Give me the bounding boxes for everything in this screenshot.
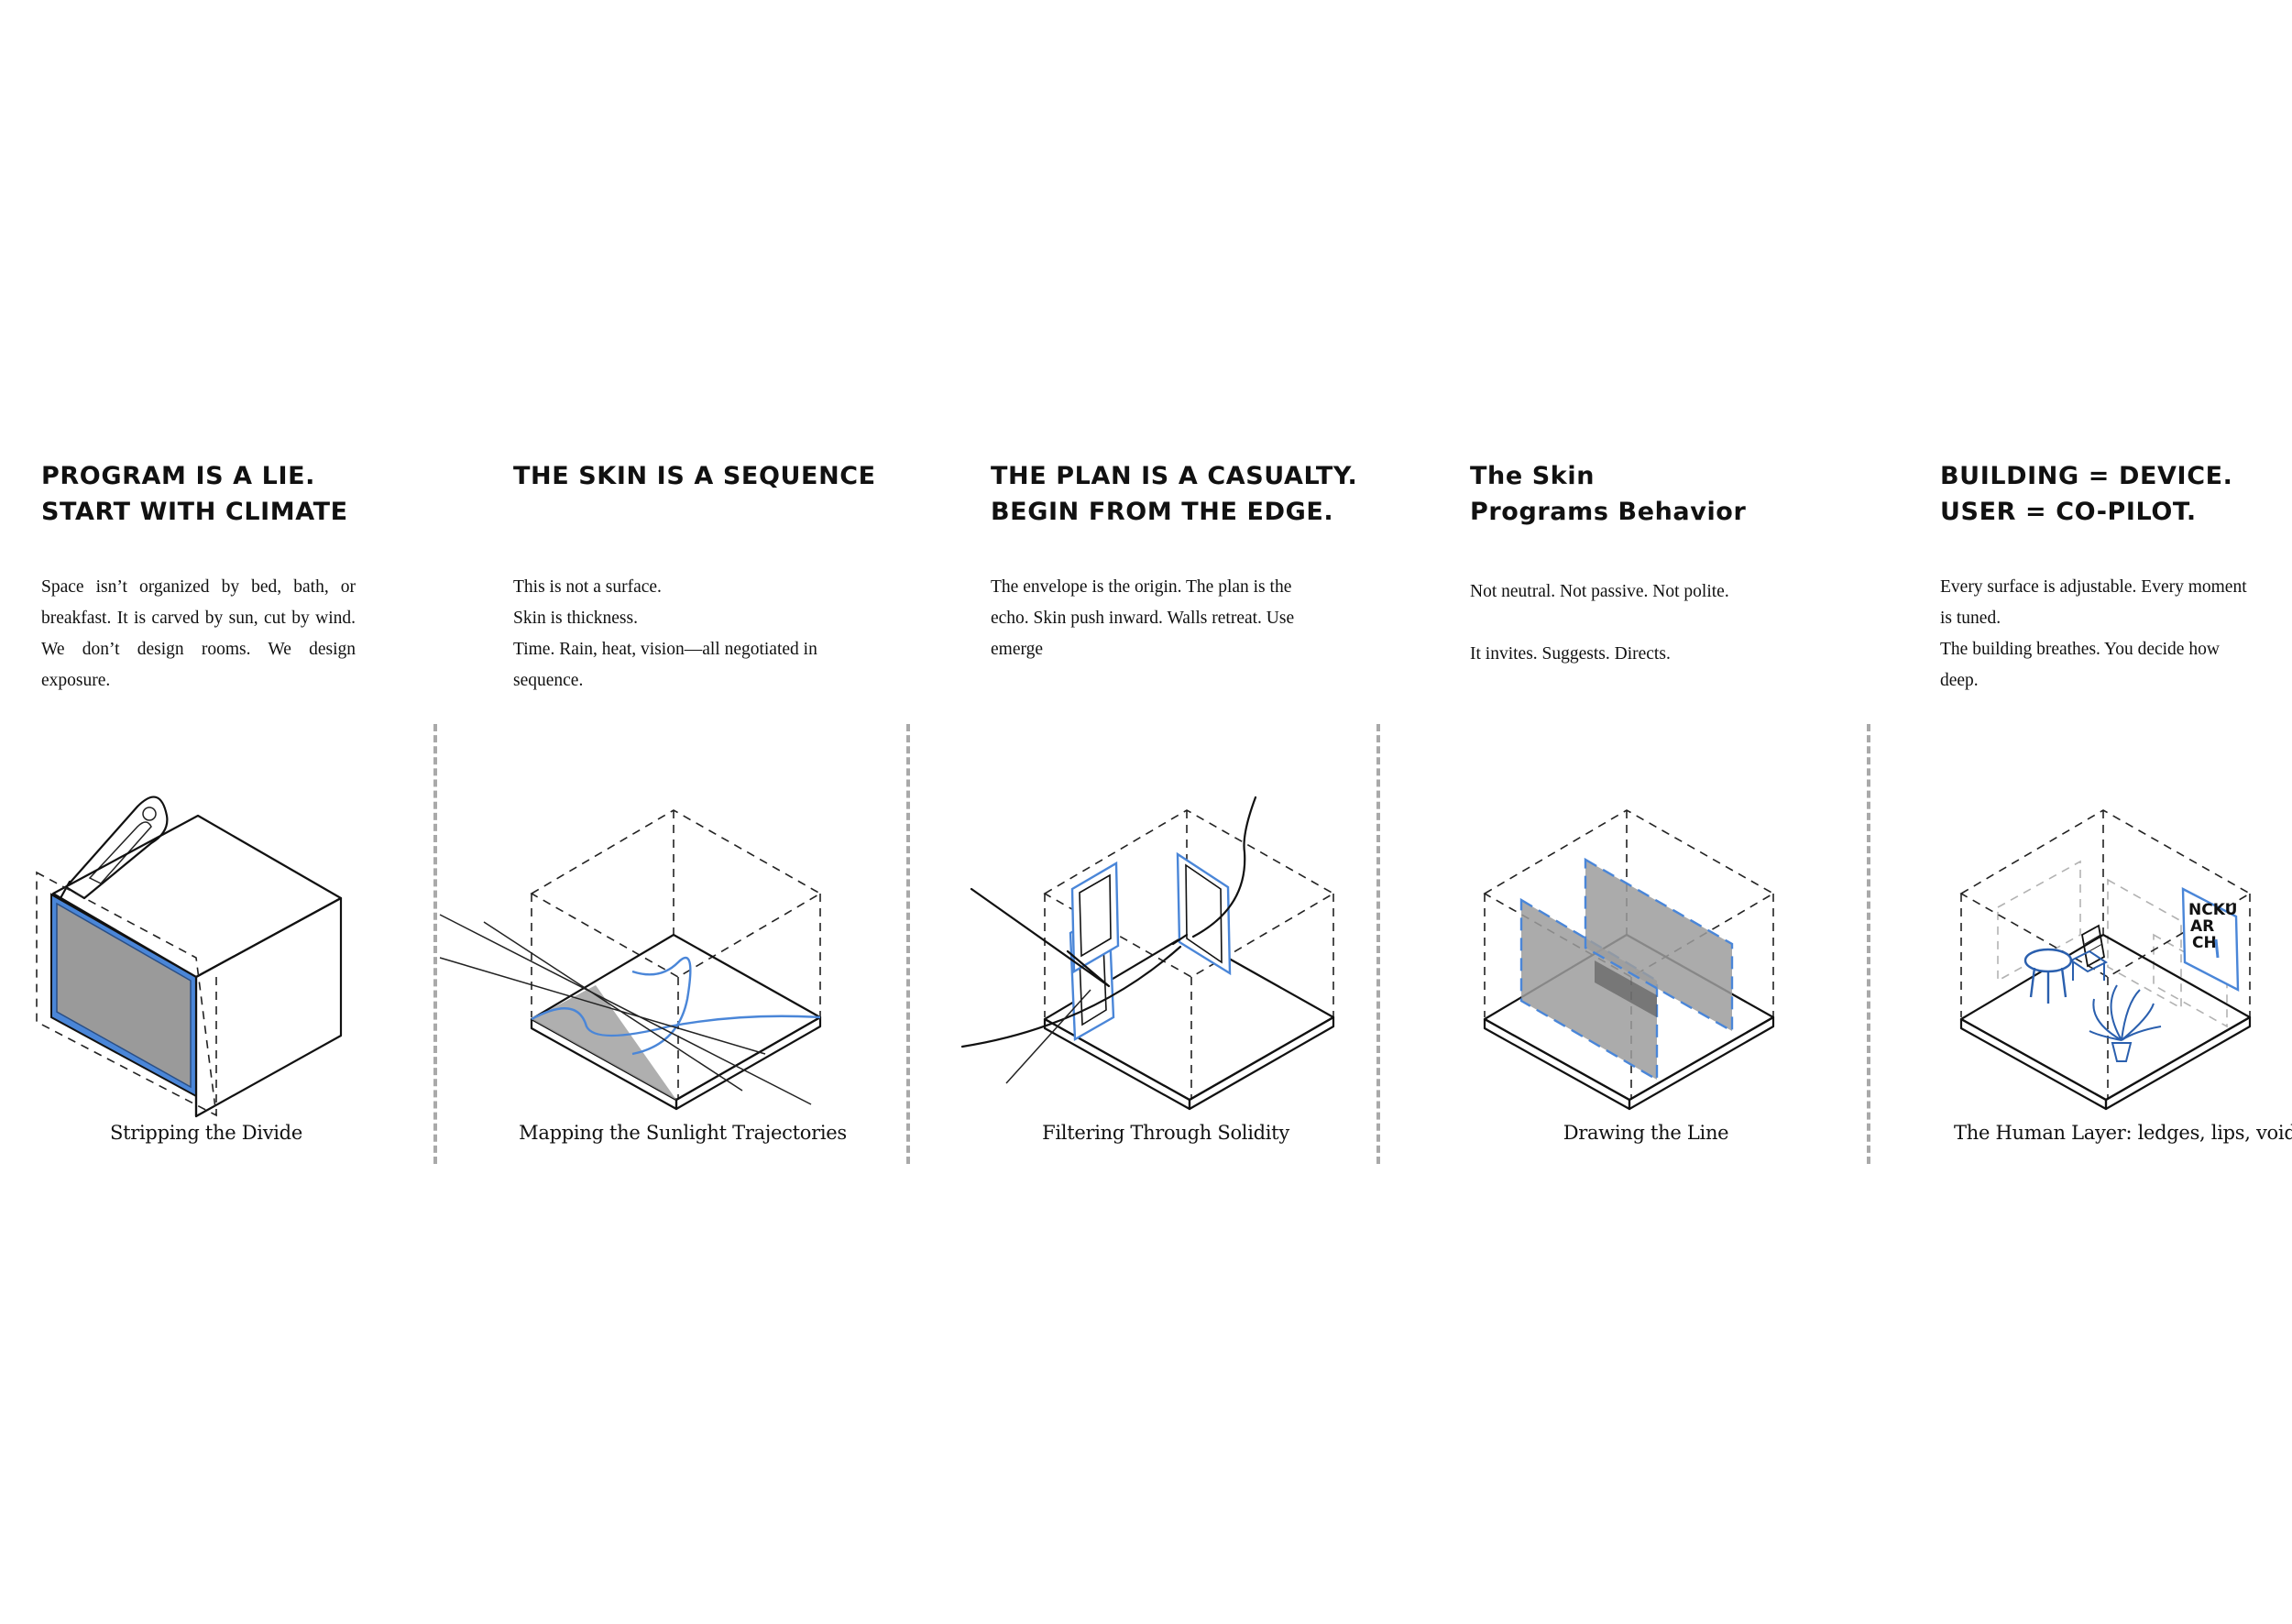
- panel-5: BUILDING = DEVICE. USER = CO-PILOT. Ever…: [1940, 458, 2252, 697]
- diagram-filtering: [960, 796, 1335, 1111]
- window-frame-back: [1070, 861, 1120, 974]
- separator-1: [433, 724, 437, 1164]
- caption-1: Stripping the Divide: [110, 1122, 302, 1144]
- diagram-sunlight: [439, 809, 822, 1111]
- panel-2: THE SKIN IS A SEQUENCE This is not a sur…: [513, 458, 876, 697]
- panel-3-body: The envelope is the origin. The plan is …: [991, 577, 1295, 659]
- table-icon: [2023, 948, 2073, 1004]
- poster-line-1: NCKU: [2188, 901, 2237, 919]
- chair-icon: [2069, 924, 2108, 981]
- panel-1-body: Space isn’t organized by bed, bath, or b…: [41, 577, 356, 690]
- diagram-stripping-box: [36, 796, 343, 1118]
- panel-2-title: THE SKIN IS A SEQUENCE: [513, 462, 876, 490]
- separator-4: [1867, 724, 1870, 1164]
- box-right-face: [194, 896, 343, 1118]
- panel-5-body: Every surface is adjustable. Every momen…: [1940, 577, 2247, 690]
- caption-2: Mapping the Sunlight Trajectories: [519, 1122, 847, 1144]
- panel-5-title: BUILDING = DEVICE. USER = CO-PILOT.: [1940, 462, 2233, 526]
- diagram-human-layer: NCKU AR CH: [1959, 809, 2252, 1111]
- panel-4-title: The Skin Programs Behavior: [1470, 462, 1747, 526]
- panel-3-title: THE PLAN IS A CASUALTY. BEGIN FROM THE E…: [991, 462, 1358, 526]
- caption-5: The Human Layer: ledges, lips, voids: [1954, 1122, 2292, 1144]
- diagram-drawing-line: [1483, 809, 1775, 1111]
- sun-ray-lines: [439, 914, 812, 1105]
- poster-line-3: CH: [2192, 934, 2217, 952]
- panel-1: PROGRAM IS A LIE. START WITH CLIMATE Spa…: [41, 458, 356, 697]
- panel-1-title: PROGRAM IS A LIE. START WITH CLIMATE: [41, 462, 348, 526]
- caption-3: Filtering Through Solidity: [1042, 1122, 1289, 1144]
- panel-3: THE PLAN IS A CASUALTY. BEGIN FROM THE E…: [991, 458, 1358, 665]
- screen-panel-right: [1584, 857, 1734, 1034]
- panel-4: The Skin Programs Behavior Not neutral. …: [1470, 458, 1800, 670]
- separator-2: [906, 724, 910, 1164]
- caption-4: Drawing the Line: [1563, 1122, 1729, 1144]
- separator-3: [1376, 724, 1380, 1164]
- ghost-ledges: [1997, 860, 2228, 1028]
- panel-2-body: This is not a surface. Skin is thickness…: [513, 577, 817, 690]
- panel-4-body: Not neutral. Not passive. Not polite. It…: [1470, 582, 1729, 664]
- window-frame-right: [1176, 851, 1232, 976]
- poster-icon: NCKU AR CH: [2181, 887, 2240, 992]
- cutter-knife-icon: [59, 796, 169, 900]
- plant-icon: [2089, 984, 2162, 1062]
- poster-line-2: AR: [2190, 917, 2214, 936]
